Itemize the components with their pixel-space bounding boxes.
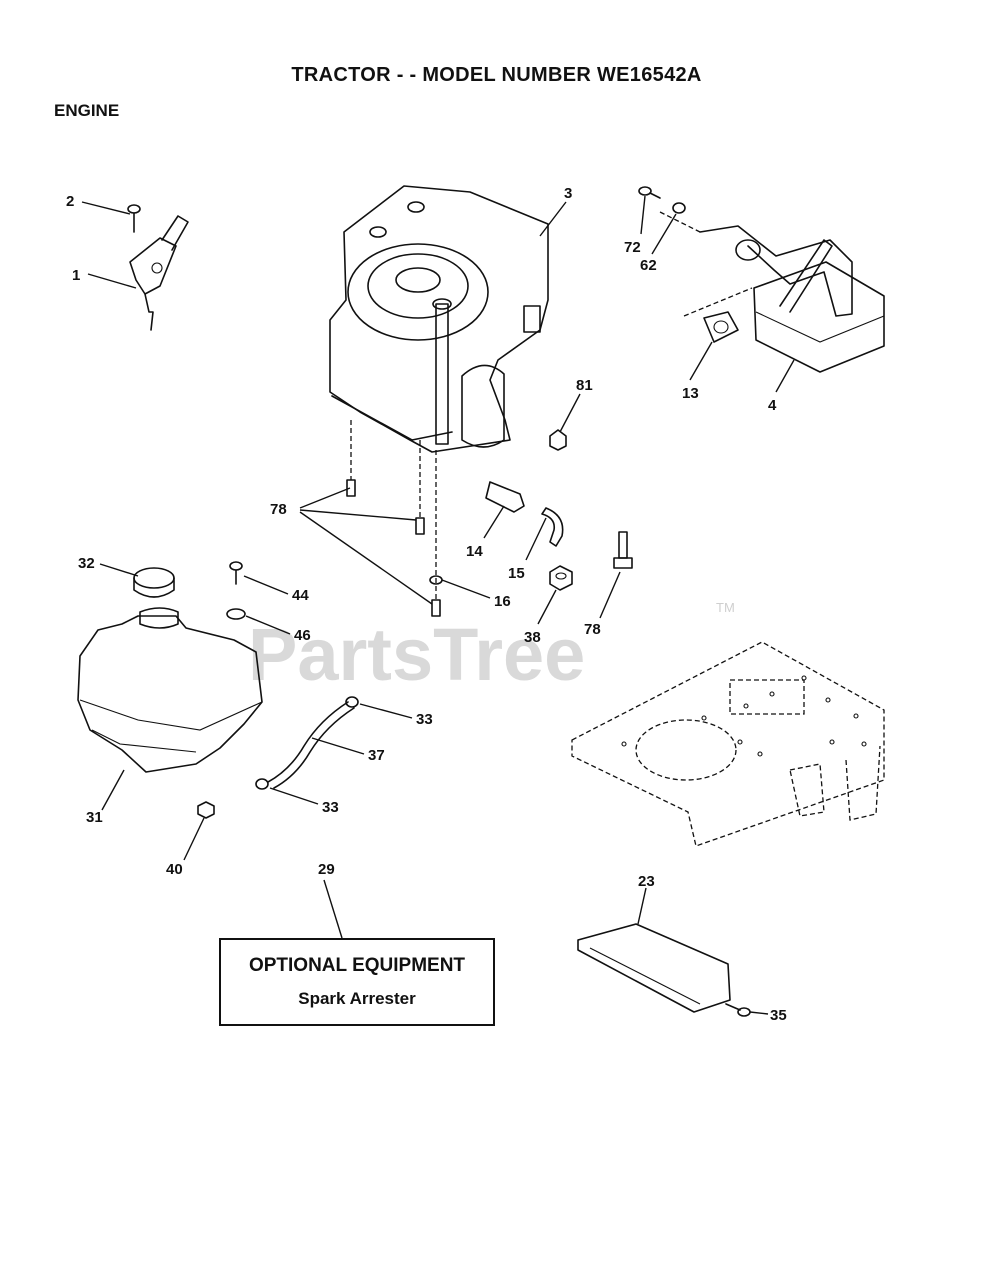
part-15-elbow bbox=[541, 507, 564, 547]
part-78-bolts bbox=[346, 479, 441, 617]
callout-29: 29 bbox=[318, 861, 335, 878]
callout-78-right: 78 bbox=[584, 621, 601, 638]
part-13-gasket bbox=[703, 311, 739, 343]
part-2-screw bbox=[127, 204, 141, 233]
watermark-tm: TM bbox=[716, 600, 735, 615]
part-62-washer bbox=[672, 202, 686, 214]
part-46-washer bbox=[226, 608, 246, 620]
part-72-bolt bbox=[638, 186, 661, 199]
callout-4: 4 bbox=[768, 397, 777, 414]
part-37-fuel-line bbox=[267, 701, 355, 789]
optional-equipment-item: Spark Arrester bbox=[298, 989, 416, 1008]
callout-2: 2 bbox=[66, 193, 74, 210]
callout-46: 46 bbox=[294, 627, 311, 644]
callout-1: 1 bbox=[72, 267, 80, 284]
callout-62: 62 bbox=[640, 257, 657, 274]
tractor-frame bbox=[571, 641, 885, 847]
part-78-bolt-right bbox=[613, 531, 633, 569]
callout-40: 40 bbox=[166, 861, 183, 878]
part-14-fitting bbox=[485, 481, 525, 513]
callout-31: 31 bbox=[86, 809, 103, 826]
part-1-throttle-control bbox=[129, 215, 189, 331]
callout-15: 15 bbox=[508, 565, 525, 582]
page-title: TRACTOR - - MODEL NUMBER WE16542A bbox=[291, 64, 702, 86]
part-81-nut bbox=[549, 429, 567, 451]
part-35-screw bbox=[725, 1003, 751, 1017]
watermark-text: PartsTree bbox=[248, 613, 585, 696]
callout-72: 72 bbox=[624, 239, 641, 256]
part-32-fuel-cap bbox=[133, 567, 175, 598]
part-38-nut bbox=[549, 565, 573, 591]
part-40-nut bbox=[197, 801, 215, 819]
part-33-clamps bbox=[255, 696, 359, 790]
part-4-muffler bbox=[699, 225, 885, 373]
callout-14: 14 bbox=[466, 543, 483, 560]
callout-38: 38 bbox=[524, 629, 541, 646]
part-44-screw bbox=[229, 561, 243, 585]
callout-33-bottom: 33 bbox=[322, 799, 339, 816]
callout-23: 23 bbox=[638, 873, 655, 890]
callout-33-top: 33 bbox=[416, 711, 433, 728]
part-23-heat-shield bbox=[577, 923, 731, 1013]
optional-equipment-box: OPTIONAL EQUIPMENT Spark Arrester bbox=[219, 938, 495, 1026]
callout-78-left: 78 bbox=[270, 501, 287, 518]
callout-3: 3 bbox=[564, 185, 572, 202]
callout-32: 32 bbox=[78, 555, 95, 572]
section-heading: ENGINE bbox=[54, 101, 120, 120]
optional-equipment-title: OPTIONAL EQUIPMENT bbox=[248, 955, 466, 976]
part-31-fuel-tank bbox=[77, 607, 263, 773]
callout-16: 16 bbox=[494, 593, 511, 610]
callout-35: 35 bbox=[770, 1007, 787, 1024]
callout-13: 13 bbox=[682, 385, 699, 402]
callout-37: 37 bbox=[368, 747, 385, 764]
part-3-engine bbox=[329, 185, 549, 453]
callout-81: 81 bbox=[576, 377, 593, 394]
callout-44: 44 bbox=[292, 587, 309, 604]
